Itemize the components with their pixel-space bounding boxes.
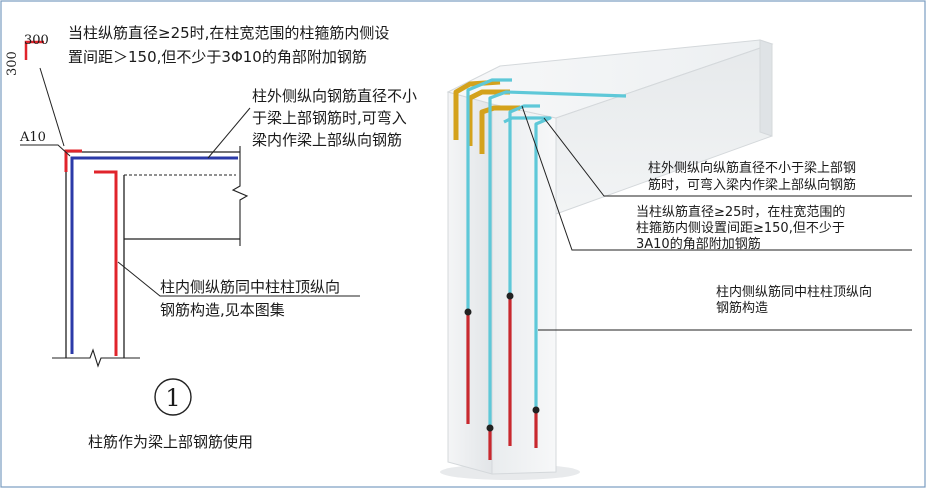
bar-mark-label: A10 [19,130,46,145]
note-3d-inner-line-2: 钢筋构造 [716,300,768,316]
note-outer-bars-line-3: 梁内作梁上部纵向钢筋 [252,131,402,149]
note-3d-outer-line-1: 柱外侧纵向纵筋直径不小于梁上部钢 [648,160,856,176]
coupler-2 [506,292,514,300]
dim-horizontal-label: 300 [24,33,49,48]
coupler-1 [464,308,472,316]
note-inner-leader [117,261,360,297]
coupler-3 [486,424,494,432]
detail-caption: 柱筋作为梁上部钢筋使用 [88,433,253,451]
column-bar-3d-3-upper [508,104,540,296]
note-3d-corner-line-2: 柱箍筋内侧设置间距≥150,但不少于 [636,220,845,236]
note-3d-corner-line-3: 3A10的角部附加钢筋 [636,236,761,252]
corner-bar-dimension-glyph [24,40,44,60]
column-left-face [447,91,493,475]
note-3d-inner-line-1: 柱内侧纵筋同中柱柱顶纵向 [716,284,872,300]
column-bar-3d-2-upper [488,90,627,300]
note-3d-corner-line-1: 当柱纵筋直径≥25时，在柱宽范围的 [636,204,845,220]
beam-end-face [759,39,773,137]
note-corner-bars-line-1: 当柱纵筋直径≥25时,在柱宽范围的柱箍筋内侧设 [68,24,389,42]
note-corner-bars-line-2: 置间距＞150,但不少于3Φ10的角部附加钢筋 [68,48,367,66]
detail-number: 1 [165,384,180,412]
note-outer-leader [207,107,251,159]
note-outer-bars-line-1: 柱外侧纵向钢筋直径不小 [252,87,417,105]
corner-bar-3d-2 [467,89,510,146]
corner-bar-3d-3 [479,105,520,154]
beam-break-line [231,146,249,246]
column-bar-3d-1-upper [466,78,512,312]
column-break-line [52,348,140,368]
note-3d-outer-line-2: 筋时，可弯入梁内作梁上部纵向钢筋 [648,177,856,193]
bar-mark-leader [20,144,71,157]
right-3d-view: 柱外侧纵向纵筋直径不小于梁上部钢 筋时，可弯入梁内作梁上部纵向钢筋 当柱纵筋直径… [440,39,912,480]
left-detail: 300 300 A10 当柱纵筋直径≥25时,在柱宽范围的柱箍筋内侧设 置间距＞… [5,24,417,451]
note-3d-corner-leader [521,105,912,251]
detail-number-circle [154,378,192,416]
outer-column-bar [70,156,238,354]
column-bar-3d-4-upper [503,116,552,410]
corner-additional-bar [64,149,82,172]
column-front-face [491,103,557,475]
note-3d-outer-leader [543,117,912,197]
note-inner-bars-line-2: 钢筋构造,见本图集 [160,301,285,319]
dim-vertical-label: 300 [5,51,20,76]
inner-column-bar [94,170,118,356]
note-outer-bars-line-2: 于梁上部钢筋时,可弯入 [252,109,407,127]
note-corner-leader [39,67,65,147]
coupler-4 [532,406,540,414]
note-inner-bars-line-1: 柱内侧纵筋同中柱柱顶纵向 [160,278,340,296]
